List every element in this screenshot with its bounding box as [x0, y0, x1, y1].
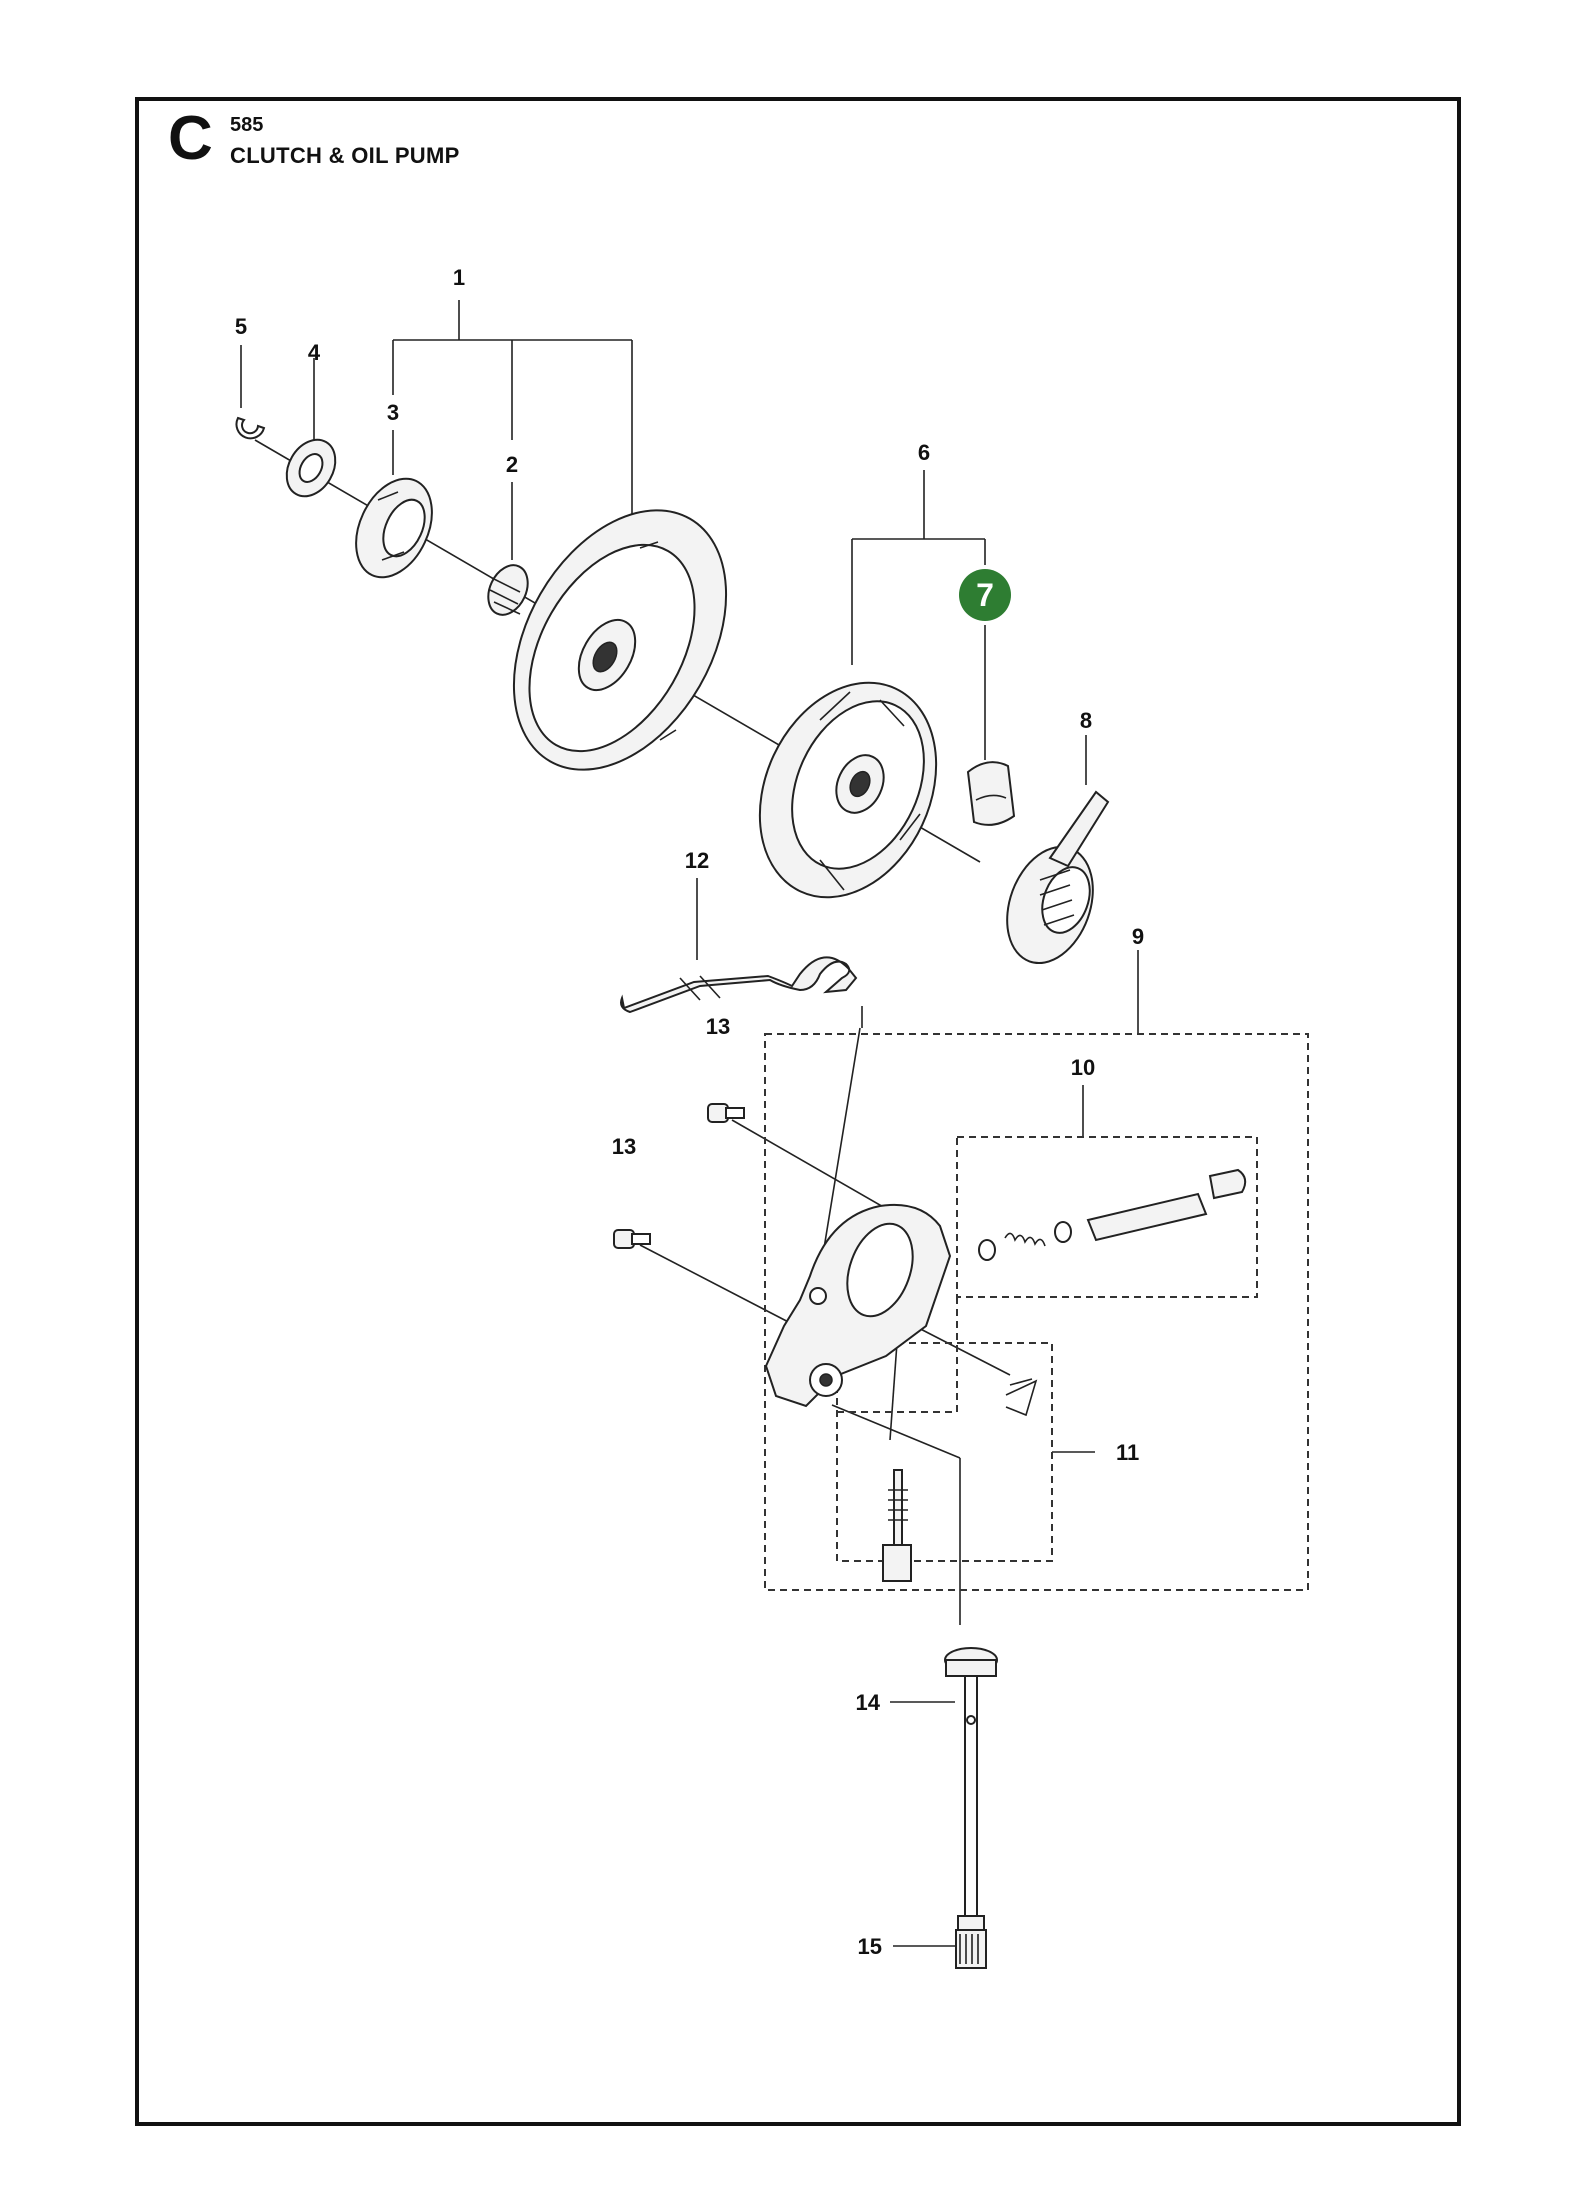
page-number: 585: [230, 114, 264, 136]
callout-6: 6: [918, 440, 930, 465]
part-10-pump-piston-kit: [978, 1168, 1247, 1261]
part-13-screw-upper: [707, 1103, 745, 1123]
callout-12: 12: [685, 848, 709, 873]
part-3-rim-sprocket: [355, 477, 433, 579]
part-12-oil-pipe: [620, 956, 863, 1028]
part-15-oil-filter: [955, 1915, 987, 1969]
callout-14: 14: [856, 1690, 881, 1715]
part-8-pump-drive: [1006, 790, 1110, 965]
part-2-needle-bearing: [487, 564, 529, 616]
group-box-10-extension: [838, 1297, 958, 1413]
callout-9: 9: [1132, 924, 1144, 949]
part-13-screw-lower: [613, 1229, 651, 1249]
callout-2: 2: [506, 452, 518, 477]
section-letter: C: [168, 104, 213, 173]
callout-1: 1: [453, 265, 465, 290]
callout-11: 11: [1116, 1440, 1139, 1465]
callout-5: 5: [235, 314, 247, 339]
page-frame: [135, 97, 1461, 2126]
callout-7: 7: [976, 577, 994, 613]
callout-13-lower: 13: [612, 1134, 636, 1159]
page-title: CLUTCH & OIL PUMP: [230, 143, 460, 168]
callout-7-highlight: 7: [959, 569, 1011, 621]
part-9-oil-pump: [764, 1203, 952, 1408]
callout-7-badge: [959, 569, 1011, 621]
group-box-10: [956, 1136, 1258, 1298]
part-5-circlip: [235, 416, 266, 440]
part-11-adjusting-screw: [882, 1378, 1038, 1582]
part-7-clutch-spring: [966, 761, 1016, 826]
callout-3: 3: [387, 400, 399, 425]
part-6-clutch: [758, 681, 938, 899]
part-1-clutch-drum: [512, 509, 728, 771]
callout-4: 4: [308, 340, 321, 365]
part-4-washer: [285, 438, 337, 498]
group-box-9: [764, 1033, 1309, 1591]
callout-8: 8: [1080, 708, 1092, 733]
callout-10: 10: [1071, 1055, 1095, 1080]
callout-labels: 1 2 3 4 5 6 7 8 9 10 11 12 13 13 14 15: [235, 265, 1144, 1959]
callout-13-upper: 13: [706, 1014, 730, 1039]
callout-15: 15: [858, 1934, 882, 1959]
part-14-suction-pipe: [944, 1647, 998, 1917]
assembly-group-boxes: [764, 1033, 1309, 1591]
group-box-11: [836, 1342, 1053, 1562]
